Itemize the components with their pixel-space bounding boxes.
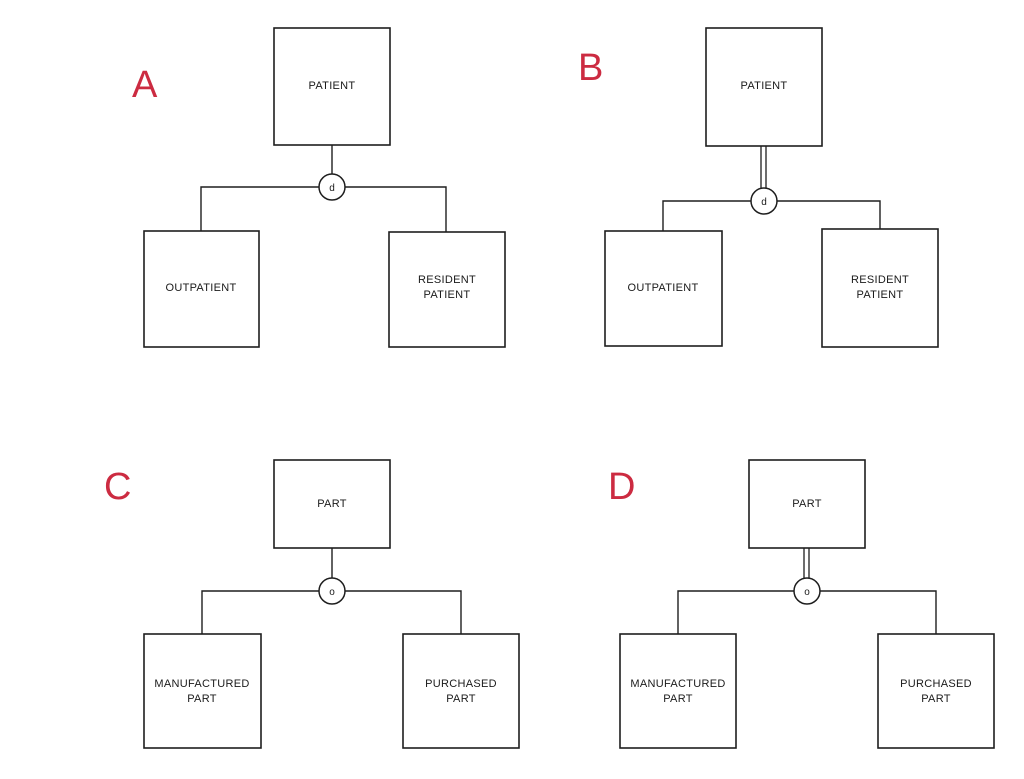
superclass-box-c[interactable] xyxy=(273,459,391,549)
branch-connector-c-right xyxy=(345,590,462,634)
subclass-label-c-1-line2: PART xyxy=(187,693,217,705)
subclass-box-d-2[interactable] xyxy=(877,633,995,749)
branch-connector-d-right xyxy=(820,590,937,634)
branch-connector-b-left xyxy=(662,200,751,231)
subclass-label-c-2-line1: PURCHASED xyxy=(425,678,497,690)
specialization-symbol-c: o xyxy=(329,587,335,598)
superclass-box-d[interactable] xyxy=(748,459,866,549)
subclass-box-d-1[interactable] xyxy=(619,633,737,749)
subclass-label-d-2-line1: PURCHASED xyxy=(900,678,972,690)
superclass-label-a: PATIENT xyxy=(309,80,356,92)
subclass-label-a-2-line2: PATIENT xyxy=(424,289,471,301)
specialization-symbol-b: d xyxy=(761,197,767,208)
superclass-box-b[interactable] xyxy=(705,27,823,147)
branch-connector-d-left xyxy=(677,590,794,634)
subclass-label-d-1-line2: PART xyxy=(663,693,693,705)
subclass-label-d-1-line1: MANUFACTURED xyxy=(630,678,725,690)
branch-connector-b-right xyxy=(777,200,881,229)
panel-letter-d: D xyxy=(608,466,635,508)
specialization-symbol-d: o xyxy=(804,587,810,598)
subclass-label-c-2-line2: PART xyxy=(446,693,476,705)
subclass-label-a-1-line1: OUTPATIENT xyxy=(165,282,236,294)
branch-connector-c-left xyxy=(201,590,319,634)
panel-a: A PATIENT d OUTPATIENT RESIDENT PATIENT xyxy=(132,27,506,348)
superclass-label-c: PART xyxy=(317,498,347,510)
subclass-box-c-1[interactable] xyxy=(143,633,262,749)
branch-connector-a-right xyxy=(345,186,447,232)
subclass-label-b-2-line2: PATIENT xyxy=(857,289,904,301)
panel-letter-c: C xyxy=(104,466,131,508)
panel-b: B PATIENT d OUTPATIENT RESIDENT PATIENT xyxy=(578,27,939,348)
panel-letter-b: B xyxy=(578,47,603,89)
superclass-label-d: PART xyxy=(792,498,822,510)
panel-c: C PART o MANUFACTURED PART PURCHASED PAR… xyxy=(104,459,520,749)
subclass-label-b-1-line1: OUTPATIENT xyxy=(627,282,698,294)
subclass-label-d-2-line2: PART xyxy=(921,693,951,705)
subclass-box-b-1[interactable] xyxy=(604,230,723,347)
subclass-box-b-2[interactable] xyxy=(821,228,939,348)
subclass-label-c-1-line1: MANUFACTURED xyxy=(154,678,249,690)
subclass-label-a-2-line1: RESIDENT xyxy=(418,274,476,286)
panel-d: D PART o MANUFACTURED PART PURCHASED PAR… xyxy=(608,459,995,749)
branch-connector-a-left xyxy=(200,186,319,231)
subclass-label-b-2-line1: RESIDENT xyxy=(851,274,909,286)
superclass-box-a[interactable] xyxy=(273,27,391,146)
subclass-box-a-1[interactable] xyxy=(143,230,260,348)
panel-letter-a: A xyxy=(132,64,158,106)
subclass-box-a-2[interactable] xyxy=(388,231,506,348)
specialization-symbol-a: d xyxy=(329,183,335,194)
superclass-label-b: PATIENT xyxy=(741,80,788,92)
subclass-box-c-2[interactable] xyxy=(402,633,520,749)
